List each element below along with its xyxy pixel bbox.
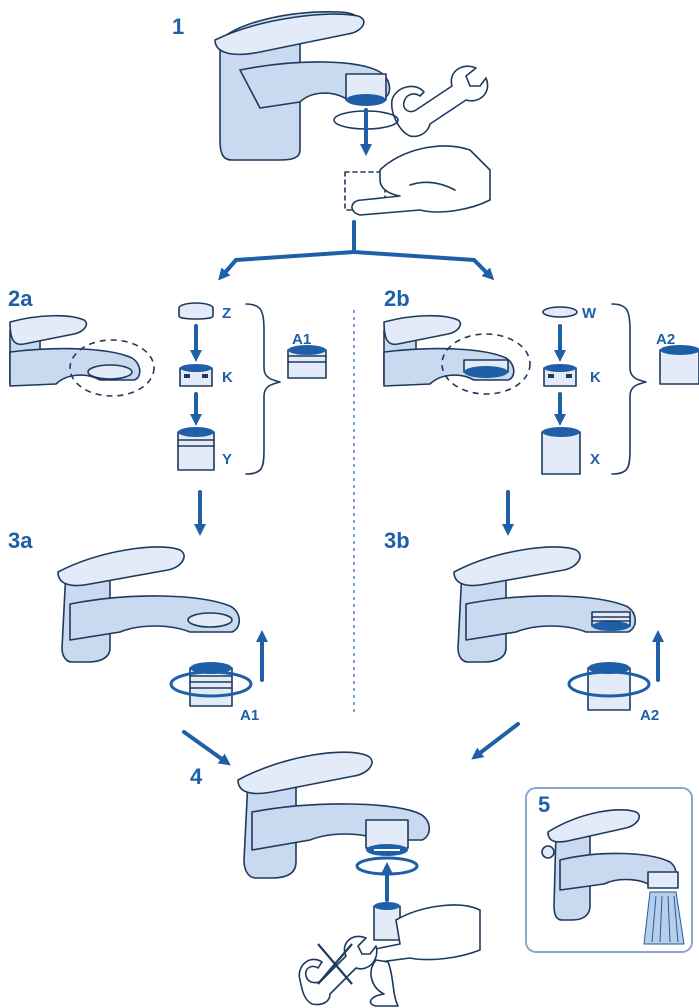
part-y-label: Y — [222, 451, 232, 468]
part-z — [178, 302, 214, 320]
faucet-step-3b — [453, 546, 637, 663]
step-3a-label: 3a — [8, 528, 33, 553]
arrow-3a-4 — [182, 730, 231, 766]
step-3b-a2-label: A2 — [640, 707, 659, 724]
aerator-a2-3b — [567, 662, 651, 711]
part-x-label: X — [590, 451, 600, 468]
part-k-2b-label: K — [590, 369, 601, 386]
part-k-label: K — [222, 369, 233, 386]
part-w-label: W — [582, 305, 597, 322]
assembly-a2-label: A2 — [656, 331, 675, 348]
part-k — [179, 364, 213, 387]
step-3b-label: 3b — [384, 528, 410, 553]
wrench-crossed-icon — [298, 935, 378, 1006]
part-y — [177, 427, 215, 471]
step-4-label: 4 — [190, 764, 203, 789]
water-stream — [643, 891, 685, 945]
part-k-2b — [543, 364, 577, 387]
arrow-3b-4 — [471, 722, 520, 760]
step-1-label: 1 — [172, 14, 184, 39]
branch-arrows — [218, 220, 495, 281]
hand-with-key-tool — [369, 902, 481, 1007]
brace-2a — [245, 303, 281, 475]
step-2b-label: 2b — [384, 286, 410, 311]
assembly-a1-label: A1 — [292, 331, 311, 348]
faucet-step-2a — [9, 314, 155, 397]
assembly-a1 — [287, 345, 327, 379]
step-5-label: 5 — [538, 792, 550, 817]
wrench-icon — [390, 65, 489, 138]
faucet-step-3a — [57, 546, 241, 663]
rotation-arrow-4 — [355, 856, 419, 902]
step-3a-a1-label: A1 — [240, 707, 259, 724]
assembly-a2 — [659, 345, 699, 385]
rotation-arrow-1 — [333, 108, 399, 156]
part-z-label: Z — [222, 305, 231, 322]
part-x — [541, 427, 581, 475]
faucet-step-1 — [214, 10, 391, 161]
part-w — [542, 306, 578, 318]
faucet-step-2b — [383, 314, 531, 395]
step-2a-label: 2a — [8, 286, 33, 311]
hand-holding-aerator — [344, 145, 491, 216]
brace-2b — [611, 303, 647, 475]
faucet-step-4 — [237, 751, 431, 879]
faucet-step-5 — [541, 809, 679, 921]
aerator-a1-3a — [169, 662, 253, 707]
